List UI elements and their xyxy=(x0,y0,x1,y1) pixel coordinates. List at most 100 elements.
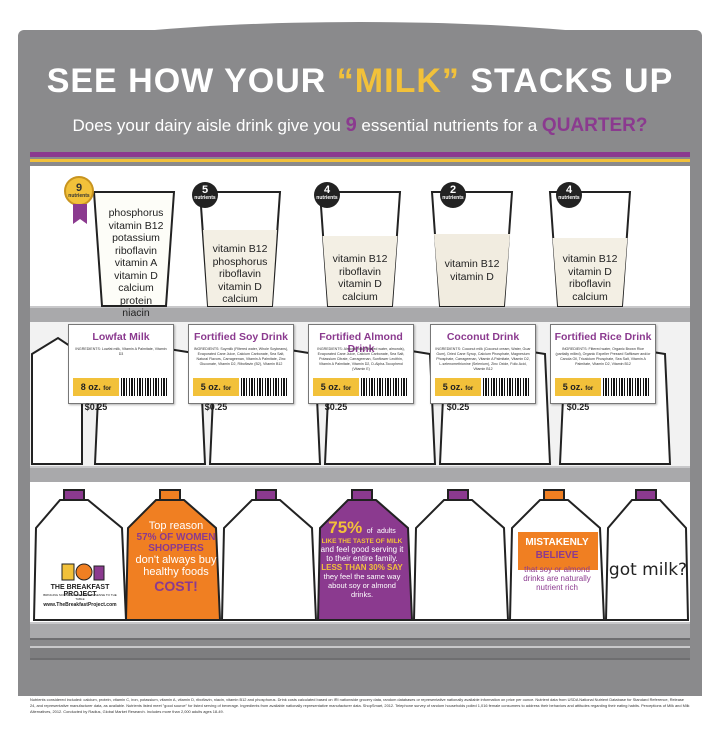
subtitle-part1: Does your dairy aisle drink give you xyxy=(72,116,346,135)
glass-rice-icon xyxy=(548,191,632,307)
nutrient-item: riboflavin xyxy=(218,268,262,280)
barcode-icon xyxy=(241,378,289,396)
subtitle-nine: 9 xyxy=(345,114,357,136)
got-milk-logo: got milk? xyxy=(608,560,688,580)
nutrient-item: protein xyxy=(119,294,153,307)
nutrient-list: phosphorus vitamin B12 potassium ribofla… xyxy=(98,207,174,320)
title-part1: SEE HOW YOUR xyxy=(46,62,337,100)
price-for: for xyxy=(585,386,594,392)
price-size: 5 oz. xyxy=(442,382,463,392)
purple-stripe xyxy=(30,152,690,157)
callout-line: to their entire family. xyxy=(326,554,398,563)
nutrient-item: riboflavin xyxy=(568,278,612,290)
glass-lowfat-milk-icon xyxy=(92,191,176,307)
nutrient-item: vitamin B12 xyxy=(332,253,388,265)
callout-line: about soy or almond drinks. xyxy=(328,581,396,599)
mistakenly-believe-callout: 1 out of 3 MISTAKENLY BELIEVE that soy o… xyxy=(514,516,600,592)
nutrient-item: vitamin B12 xyxy=(108,219,164,232)
drink-name: Fortified Rice Drink xyxy=(554,331,652,343)
price-for: for xyxy=(103,386,112,392)
callout-line: nutrient rich xyxy=(536,583,578,592)
nutrient-item: vitamin D xyxy=(218,280,262,293)
price-value: $0.25 xyxy=(566,402,590,412)
badge-count: 5 xyxy=(201,184,209,196)
nutrient-item: phosphorus xyxy=(108,207,164,219)
taste-of-milk-callout: 75% of adults LIKE THE TASTE OF MILK and… xyxy=(320,518,404,599)
callout-out-of: out of xyxy=(548,527,566,534)
drink-name: Fortified Almond Drink xyxy=(319,331,403,355)
nutrient-item: vitamin A xyxy=(114,257,158,269)
bottom-shelf-ledge xyxy=(30,622,690,640)
ribbon-tail xyxy=(73,204,87,224)
callout-line: COST! xyxy=(154,578,198,594)
price-card-coconut: Coconut Drink INGREDIENTS: Coconut milk … xyxy=(430,324,536,412)
price-value: $0.25 xyxy=(446,402,470,412)
price-size: 5 oz. xyxy=(320,382,341,392)
nutrient-item: vitamin D xyxy=(450,270,494,283)
nutrient-item: vitamin B12 xyxy=(212,243,268,255)
nutrient-item: vitamin D xyxy=(568,265,612,278)
nutrient-list: vitamin B12 vitamin D xyxy=(436,258,508,283)
price-tag: 8 oz. for $0.25 xyxy=(73,378,119,412)
drink-name: Fortified Soy Drink xyxy=(194,331,288,343)
nutrient-item: calcium xyxy=(342,290,378,303)
callout-line: BELIEVE xyxy=(535,550,579,561)
subtitle-part2: essential nutrients for a xyxy=(356,116,542,135)
barcode-icon xyxy=(603,378,651,396)
nutrient-item: phosphorus xyxy=(212,255,268,268)
price-value: $0.25 xyxy=(84,402,108,412)
callout-line: SHOPPERS xyxy=(148,543,204,554)
subtitle-quarter: QUARTER? xyxy=(541,115,648,136)
women-shoppers-callout: Top reason 57% OF WOMEN SHOPPERS don't a… xyxy=(134,520,218,594)
nutrient-item: vitamin B12 xyxy=(444,258,500,270)
nutrient-item: calcium xyxy=(222,293,258,305)
logo-tagline: BRINGING SCIENCE AND COMMON SENSE TO THE… xyxy=(43,593,117,601)
ingredients-text: INGREDIENTS: Almond milk (Filtered water… xyxy=(317,347,405,371)
ingredients-text: INGREDIENTS: Soymilk (Filtered water, Wh… xyxy=(193,347,289,366)
nutrient-item: calcium xyxy=(572,290,608,303)
title-part2: STACKS UP xyxy=(459,62,674,100)
price-tag: 5 oz. for $0.25 xyxy=(313,378,359,412)
callout-line: and feel good serving it xyxy=(320,545,404,554)
nutrient-list: vitamin B12 vitamin D riboflavin calcium xyxy=(554,253,626,303)
price-card-rice: Fortified Rice Drink INGREDIENTS: Filter… xyxy=(550,324,656,412)
badge-count: 9 xyxy=(75,182,83,194)
price-tag: 5 oz. for $0.25 xyxy=(193,378,239,412)
callout-line: MISTAKENLY xyxy=(525,537,589,548)
callout-line: drinks are naturally xyxy=(523,574,591,583)
barcode-icon xyxy=(483,378,531,396)
callout-of: of xyxy=(366,528,373,535)
price-card-lowfat-milk: Lowfat Milk INGREDIENTS: Lowfat milk, Vi… xyxy=(68,324,174,412)
ingredients-text: INGREDIENTS: Filtered water, Organic Bro… xyxy=(555,347,651,366)
title-milk: “MILK” xyxy=(336,62,460,100)
callout-line: that soy or almond xyxy=(524,565,590,574)
badge-label: nutrients xyxy=(558,195,580,201)
price-size: 8 oz. xyxy=(80,382,101,392)
price-for: for xyxy=(223,386,232,392)
nutrient-item: vitamin D xyxy=(114,269,158,282)
breakfast-food-icon xyxy=(61,563,105,581)
base-ledge xyxy=(30,646,690,660)
price-value: $0.25 xyxy=(324,402,348,412)
callout-adults: adults xyxy=(377,528,396,535)
logo-url[interactable]: www.TheBreakfastProject.com xyxy=(43,602,117,608)
badge-label: nutrients xyxy=(442,195,464,201)
badge-label: nutrients xyxy=(316,195,338,201)
nutrient-item: vitamin B12 xyxy=(562,253,618,265)
ingredients-text: INGREDIENTS: Coconut milk (Coconut cream… xyxy=(435,347,531,371)
callout-line: healthy foods xyxy=(143,566,209,578)
barcode-icon xyxy=(361,378,409,396)
nutrient-item: riboflavin xyxy=(338,265,382,278)
page-title: SEE HOW YOUR “MILK” STACKS UP xyxy=(0,62,720,101)
jug-silhouettes xyxy=(32,489,690,621)
glass-almond-icon xyxy=(318,191,402,307)
logo-title: THE BREAKFAST PROJECT xyxy=(50,584,110,598)
price-size: 5 oz. xyxy=(562,382,583,392)
breakfast-project-logo: THE BREAKFAST PROJECT BRINGING SCIENCE A… xyxy=(40,560,120,610)
gold-stripe xyxy=(30,159,690,162)
